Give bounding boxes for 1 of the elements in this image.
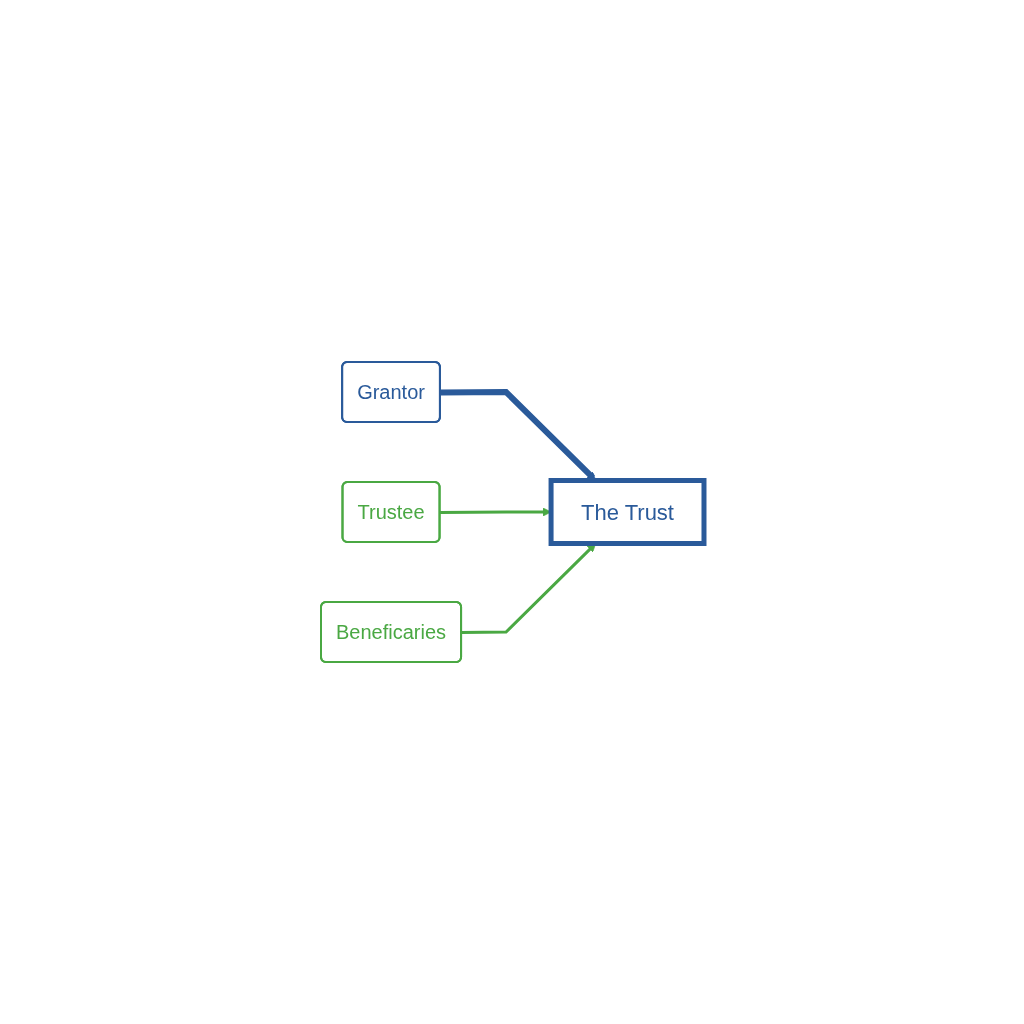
node-box: The Trust (548, 478, 706, 546)
